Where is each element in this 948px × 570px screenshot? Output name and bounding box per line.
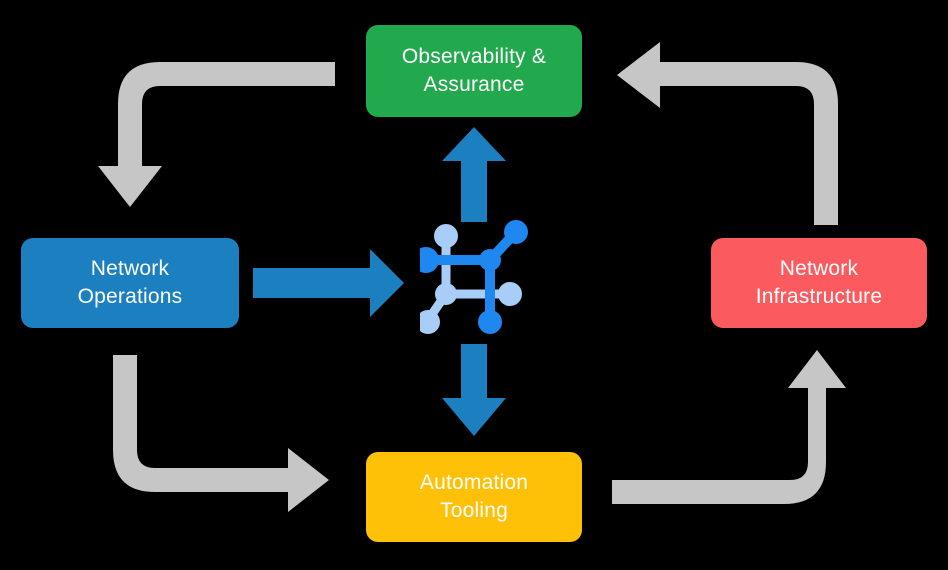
topology-node-bottom-left: [420, 310, 440, 334]
blue-arrow-operations-to-center: [253, 249, 404, 317]
node-box-network-infrastructure[interactable]: Network Infrastructure: [711, 238, 927, 328]
node-label-network-infrastructure: Network Infrastructure: [755, 257, 883, 308]
node-box-network-operations[interactable]: Network Operations: [21, 238, 239, 328]
node-label-network-operations: Network Operations: [77, 257, 183, 308]
topology-node-hub: [479, 249, 501, 271]
node-box-observability[interactable]: Observability & Assurance: [366, 25, 582, 117]
network-topology-icon: [420, 220, 528, 334]
gray-arrow-infrastructure-to-observability: [617, 42, 838, 225]
topology-node-top-left: [434, 224, 458, 248]
blue-arrow-center-to-observability: [442, 127, 506, 222]
node-label-observability: Observability & Assurance: [401, 45, 547, 96]
topology-node-bottom: [478, 310, 502, 334]
gray-arrow-operations-to-automation: [113, 355, 329, 512]
gray-arrow-automation-to-infrastructure: [612, 350, 846, 504]
topology-node-top-right: [504, 220, 528, 244]
node-box-automation-tooling[interactable]: Automation Tooling: [366, 452, 582, 542]
node-label-automation-tooling: Automation Tooling: [419, 471, 529, 522]
topology-node-left: [420, 247, 439, 273]
topology-node-center-left: [435, 283, 457, 305]
gray-arrow-observability-to-operations: [98, 62, 335, 207]
topology-node-right-mid: [498, 282, 522, 306]
blue-arrow-center-to-automation: [442, 344, 506, 436]
